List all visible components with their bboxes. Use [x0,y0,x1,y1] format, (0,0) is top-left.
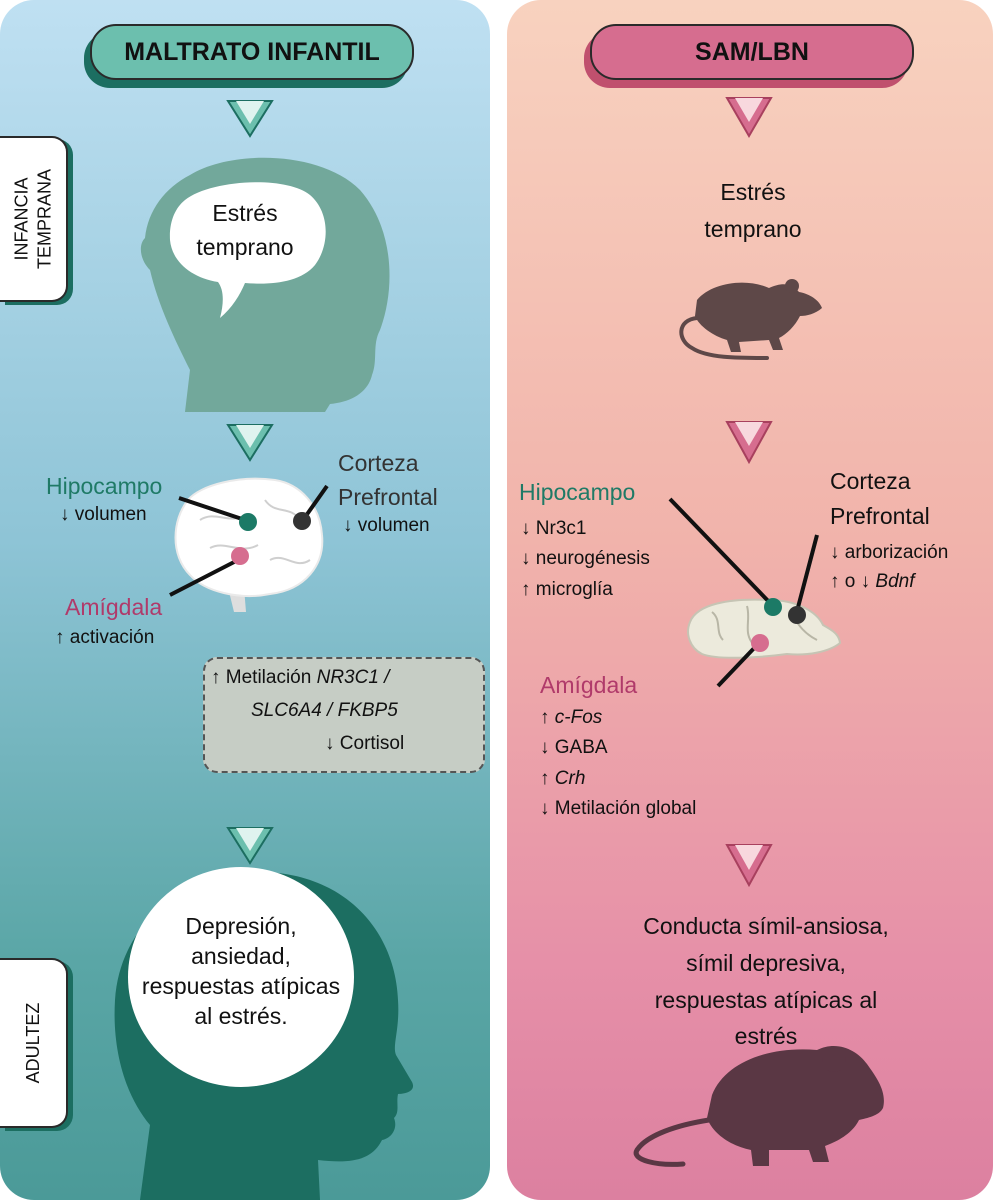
right-outcome-text: Conducta símil-ansiosa, símil depresiva,… [643,913,889,1050]
right-stress-text: Estrés temprano [704,179,802,242]
adult-head-silhouette [114,867,414,1200]
right-cortex-effects: ↓ arborización ↑ o ↓ Bdnf [830,542,949,592]
down-arrow-icon [725,844,773,888]
left-title-pill: MALTRATO INFANTIL [90,24,414,80]
box-line-3: ↓ Cortisol [325,733,405,754]
child-head-silhouette [140,157,390,412]
down-arrow-icon [226,100,274,138]
rodent-brain-illustration [668,497,842,688]
cortex-label: Corteza Prefrontal [338,450,438,510]
adult-outcome-text: Depresión, ansiedad, respuestas atípicas… [141,913,341,1029]
amygdala-label: Amígdala [65,594,163,620]
left-graphics [114,100,465,1200]
right-hippocampus-label: Hipocampo [519,479,636,505]
box-line-2: SLC6A4 / FKBP5 [251,700,398,721]
down-arrow-icon [725,97,773,138]
hippocampus-effect: ↓ volumen [60,504,147,525]
left-panel-maltrato: MALTRATO INFANTIL [0,0,490,1200]
adult-mouse-icon [633,1045,884,1167]
stage-label-adultez: ADULTEZ [22,1002,43,1084]
right-amygdala-label: Amígdala [540,672,638,698]
down-arrow-icon [226,424,274,462]
right-title: SAM/LBN [695,37,809,66]
child-stress-text: Estrés temprano [196,200,294,260]
right-amygdala-effects: ↑ c-Fos ↓ GABA ↑ Crh ↓ Metilación global [540,707,697,820]
down-arrow-icon [226,827,274,865]
left-title: MALTRATO INFANTIL [124,37,380,66]
right-graphics [633,97,884,1167]
amygdala-effect: ↑ activación [55,627,155,648]
down-arrow-icon [725,421,773,465]
right-hippocampus-effects: ↓ Nr3c1 ↓ neurogénesis ↑ microglía [521,518,650,600]
box-line-1: ↑ Metilación NR3C1 / [211,667,390,688]
mouse-icon [679,279,822,360]
biomarker-box: ↑ Metilación NR3C1 / SLC6A4 / FKBP5 ↓ Co… [203,657,485,773]
right-panel-sam-lbn: SAM/LBN [507,0,993,1200]
hippocampus-label: Hipocampo [46,473,163,499]
stage-tab-adultez: ADULTEZ [0,958,68,1128]
right-cortex-label: Corteza Prefrontal [830,468,930,529]
right-title-pill: SAM/LBN [590,24,914,80]
cortex-effect: ↓ volumen [343,515,430,536]
brain-illustration [169,477,329,612]
